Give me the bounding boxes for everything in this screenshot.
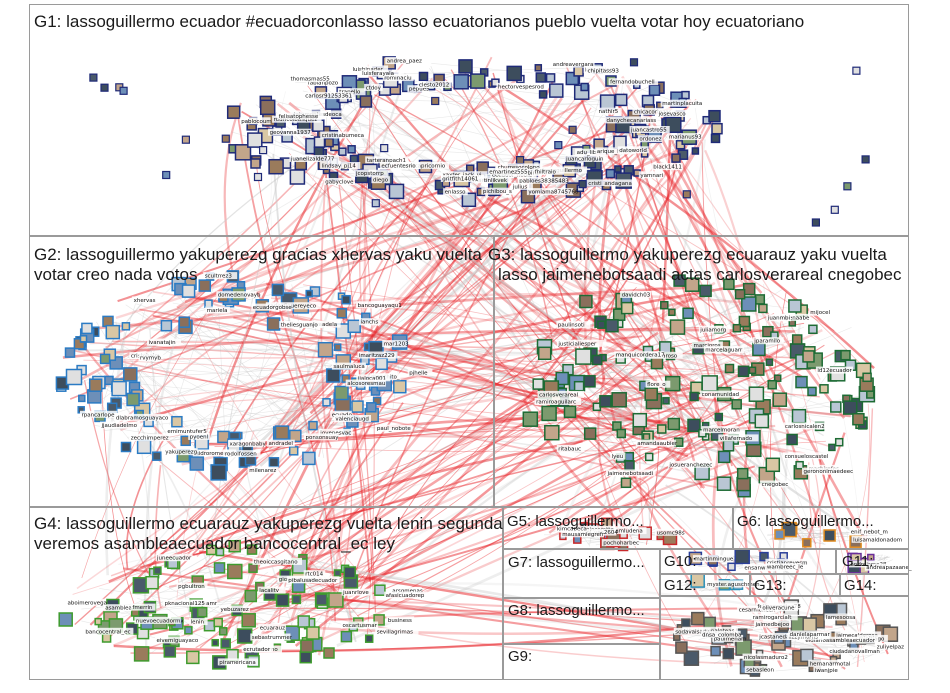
group-label-g2: G2: lassoguillermo yakuperezg gracias xh… [34, 245, 496, 285]
group-label-g3: G3: lassoguillermo yakuperezg ecuarauz y… [498, 245, 908, 285]
group-label-g4: G4: lassoguillermo ecuarauz yakuperezg v… [34, 514, 504, 554]
group-label-g7: G7: lassoguillermo... [508, 554, 653, 572]
group-label-g1: G1: lassoguillermo ecuador #ecuadorconla… [34, 12, 904, 32]
group-label-g8: G8: lassoguillermo... [508, 602, 653, 620]
group-label-g13: G13: [754, 577, 804, 595]
group-label-g9: G9: [508, 648, 548, 666]
group-label-g12: G12: [664, 577, 714, 595]
group-label-g5: G5: lassoguillermo... [507, 513, 732, 531]
group-label-g6: G6: lassoguillermo... [737, 513, 909, 531]
group-pane-g1 [29, 4, 909, 236]
group-label-g11: G11: [842, 553, 892, 571]
group-label-g14: G14: [844, 577, 894, 595]
group-label-g10: G10: [664, 553, 714, 571]
group-pane-rest [660, 596, 909, 680]
